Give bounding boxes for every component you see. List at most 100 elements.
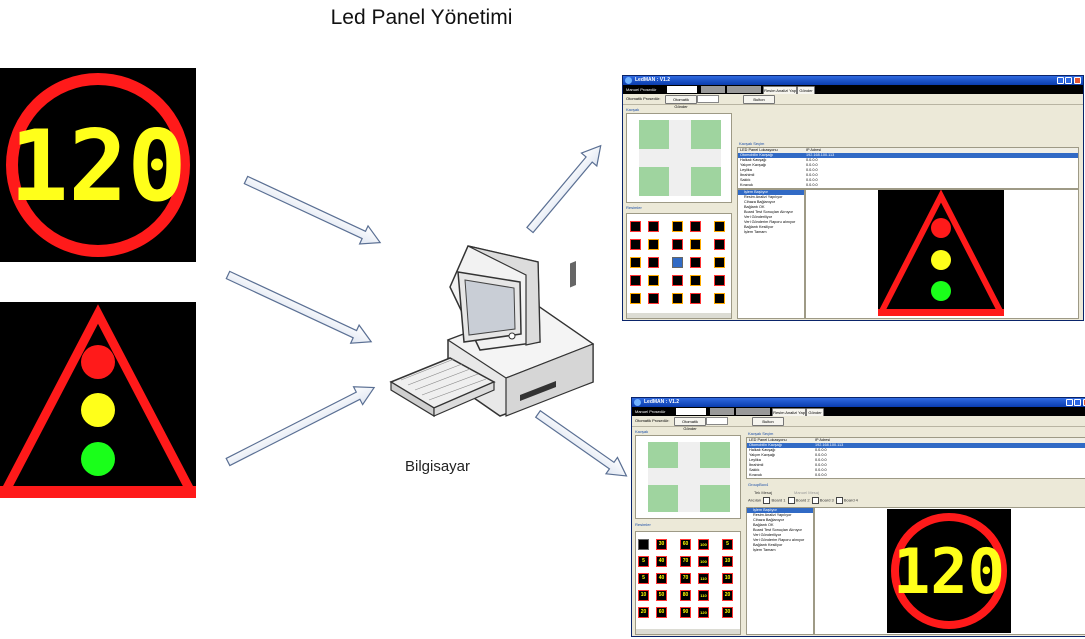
- table-row[interactable]: İbrahimli 0.0.0.0: [740, 173, 818, 177]
- table-row[interactable]: Kıravuk 0.0.0.0: [749, 473, 827, 477]
- auto-label: Otomatik Prosedür:: [626, 96, 661, 101]
- gallery-tile[interactable]: 80: [680, 590, 691, 601]
- close-button[interactable]: [1083, 399, 1085, 406]
- table-row[interactable]: Halkalı Kavşağı 0.0.0.0: [740, 158, 818, 162]
- gallery-tile[interactable]: 60: [656, 607, 667, 618]
- gallery-tile[interactable]: [648, 221, 659, 232]
- table-row[interactable]: Leylika 0.0.0.0: [749, 458, 827, 462]
- auto-input[interactable]: [706, 417, 728, 425]
- table-row[interactable]: Otomobilin Kavşağı 192.168.100.113: [738, 153, 1078, 158]
- auto-send-button[interactable]: Otomatik Gönder: [674, 417, 706, 431]
- find-button[interactable]: Bulton: [752, 417, 784, 426]
- picture-gallery: [626, 213, 732, 319]
- auto-input[interactable]: [697, 95, 719, 103]
- gallery-tile[interactable]: 70: [680, 556, 691, 567]
- gallery-tile[interactable]: 70: [680, 573, 691, 584]
- gallery-tile[interactable]: 10: [638, 590, 649, 601]
- gallery-tile[interactable]: 100: [698, 556, 709, 567]
- board-checkbox[interactable]: [835, 497, 843, 504]
- gallery-tile[interactable]: [714, 221, 725, 232]
- gallery-tile[interactable]: 50: [656, 590, 667, 601]
- gallery-scrollbar[interactable]: [636, 629, 740, 634]
- auto-send-button[interactable]: Otomatik Gönder: [665, 95, 697, 109]
- gallery-tile[interactable]: [690, 257, 701, 268]
- maximize-button[interactable]: [1074, 399, 1081, 406]
- close-button[interactable]: [1074, 77, 1081, 84]
- gallery-tile[interactable]: [690, 221, 701, 232]
- gallery-tile[interactable]: [690, 293, 701, 304]
- gallery-tile[interactable]: 60: [680, 539, 691, 550]
- gallery-tile[interactable]: 5: [722, 539, 733, 550]
- table-row[interactable]: Yalçım Kavşağı 0.0.0.0: [749, 453, 827, 457]
- gallery-tile[interactable]: 20: [722, 590, 733, 601]
- gallery-tile[interactable]: 100: [698, 539, 709, 550]
- minimize-button[interactable]: [1066, 399, 1073, 406]
- board-checkbox[interactable]: [763, 497, 771, 504]
- gallery-tile[interactable]: 30: [722, 607, 733, 618]
- gallery-tile[interactable]: [714, 275, 725, 286]
- gallery-tile[interactable]: [648, 239, 659, 250]
- gallery-tile[interactable]: 110: [698, 590, 709, 601]
- led-preview-traffic-light: [878, 189, 1004, 316]
- gallery-tile[interactable]: [672, 293, 683, 304]
- gallery-tile[interactable]: [630, 257, 641, 268]
- gallery-tile[interactable]: 110: [698, 573, 709, 584]
- manual-input[interactable]: [676, 408, 706, 415]
- gallery-tile[interactable]: 30: [656, 539, 667, 550]
- gallery-tile[interactable]: 40: [656, 573, 667, 584]
- diagram-title: Led Panel Yönetimi: [330, 6, 513, 29]
- led-panel-table: LED Panel Lokasyonu IP Adresi Otomobilin…: [737, 147, 1079, 189]
- gallery-tile[interactable]: 5: [638, 573, 649, 584]
- table-row[interactable]: Saklık 0.0.0.0: [749, 468, 827, 472]
- app-icon: [625, 77, 632, 84]
- table-row[interactable]: Leylika 0.0.0.0: [740, 168, 818, 172]
- gallery-tile[interactable]: [648, 293, 659, 304]
- gallery-tile[interactable]: 5: [638, 556, 649, 567]
- gallery-tile[interactable]: [630, 275, 641, 286]
- manual-input[interactable]: [667, 86, 697, 93]
- find-button[interactable]: Bulton: [743, 95, 775, 104]
- gallery-tile[interactable]: 90: [680, 607, 691, 618]
- gallery-tile[interactable]: [690, 275, 701, 286]
- gallery-tile[interactable]: [648, 257, 659, 268]
- table-row[interactable]: Kıravuk 0.0.0.0: [740, 183, 818, 187]
- gallery-tile[interactable]: [714, 293, 725, 304]
- group-label: GroupBox4: [748, 482, 769, 487]
- maximize-button[interactable]: [1065, 77, 1072, 84]
- disabled-button-2[interactable]: [736, 408, 770, 415]
- gallery-tile[interactable]: [630, 293, 641, 304]
- gallery-tile[interactable]: [690, 239, 701, 250]
- board-checkbox[interactable]: [811, 497, 819, 504]
- disabled-button-1[interactable]: [701, 86, 725, 93]
- table-row[interactable]: Otomobilin Kavşağı 192.168.100.113: [747, 443, 1085, 448]
- gallery-tile[interactable]: [714, 257, 725, 268]
- gallery-tile[interactable]: [630, 239, 641, 250]
- gallery-tile[interactable]: 40: [656, 556, 667, 567]
- gallery-tile[interactable]: 20: [638, 607, 649, 618]
- gallery-tile[interactable]: 10: [722, 556, 733, 567]
- disabled-button-1[interactable]: [710, 408, 734, 415]
- column-header: IP Adresi: [806, 148, 822, 152]
- table-row[interactable]: Yalçım Kavşağı 0.0.0.0: [740, 163, 818, 167]
- gallery-tile[interactable]: [672, 221, 683, 232]
- table-row[interactable]: Saklık 0.0.0.0: [740, 178, 818, 182]
- table-row[interactable]: İbrahimli 0.0.0.0: [749, 463, 827, 467]
- gallery-tile[interactable]: [672, 239, 683, 250]
- table-row[interactable]: Halkalı Kavşağı 0.0.0.0: [749, 448, 827, 452]
- gallery-tile[interactable]: 120: [698, 607, 709, 618]
- gallery-tile[interactable]: [672, 275, 683, 286]
- junction-label: Kavşak: [635, 429, 649, 434]
- single-message-radio[interactable]: Tek Mesaj: [754, 490, 773, 495]
- disabled-button-2[interactable]: [727, 86, 761, 93]
- gallery-tile[interactable]: [714, 239, 725, 250]
- pictures-label: Resimler: [635, 522, 651, 527]
- gallery-tile[interactable]: 10: [722, 573, 733, 584]
- gallery-tile[interactable]: [630, 221, 641, 232]
- minimize-button[interactable]: [1057, 77, 1064, 84]
- gallery-tile[interactable]: [648, 275, 659, 286]
- gallery-tile[interactable]: [672, 257, 683, 268]
- gallery-tile[interactable]: [638, 539, 649, 550]
- board-checkbox[interactable]: [787, 497, 795, 504]
- manual-message-radio[interactable]: Manuel Mesaj: [794, 490, 819, 495]
- gallery-scrollbar[interactable]: [627, 313, 731, 318]
